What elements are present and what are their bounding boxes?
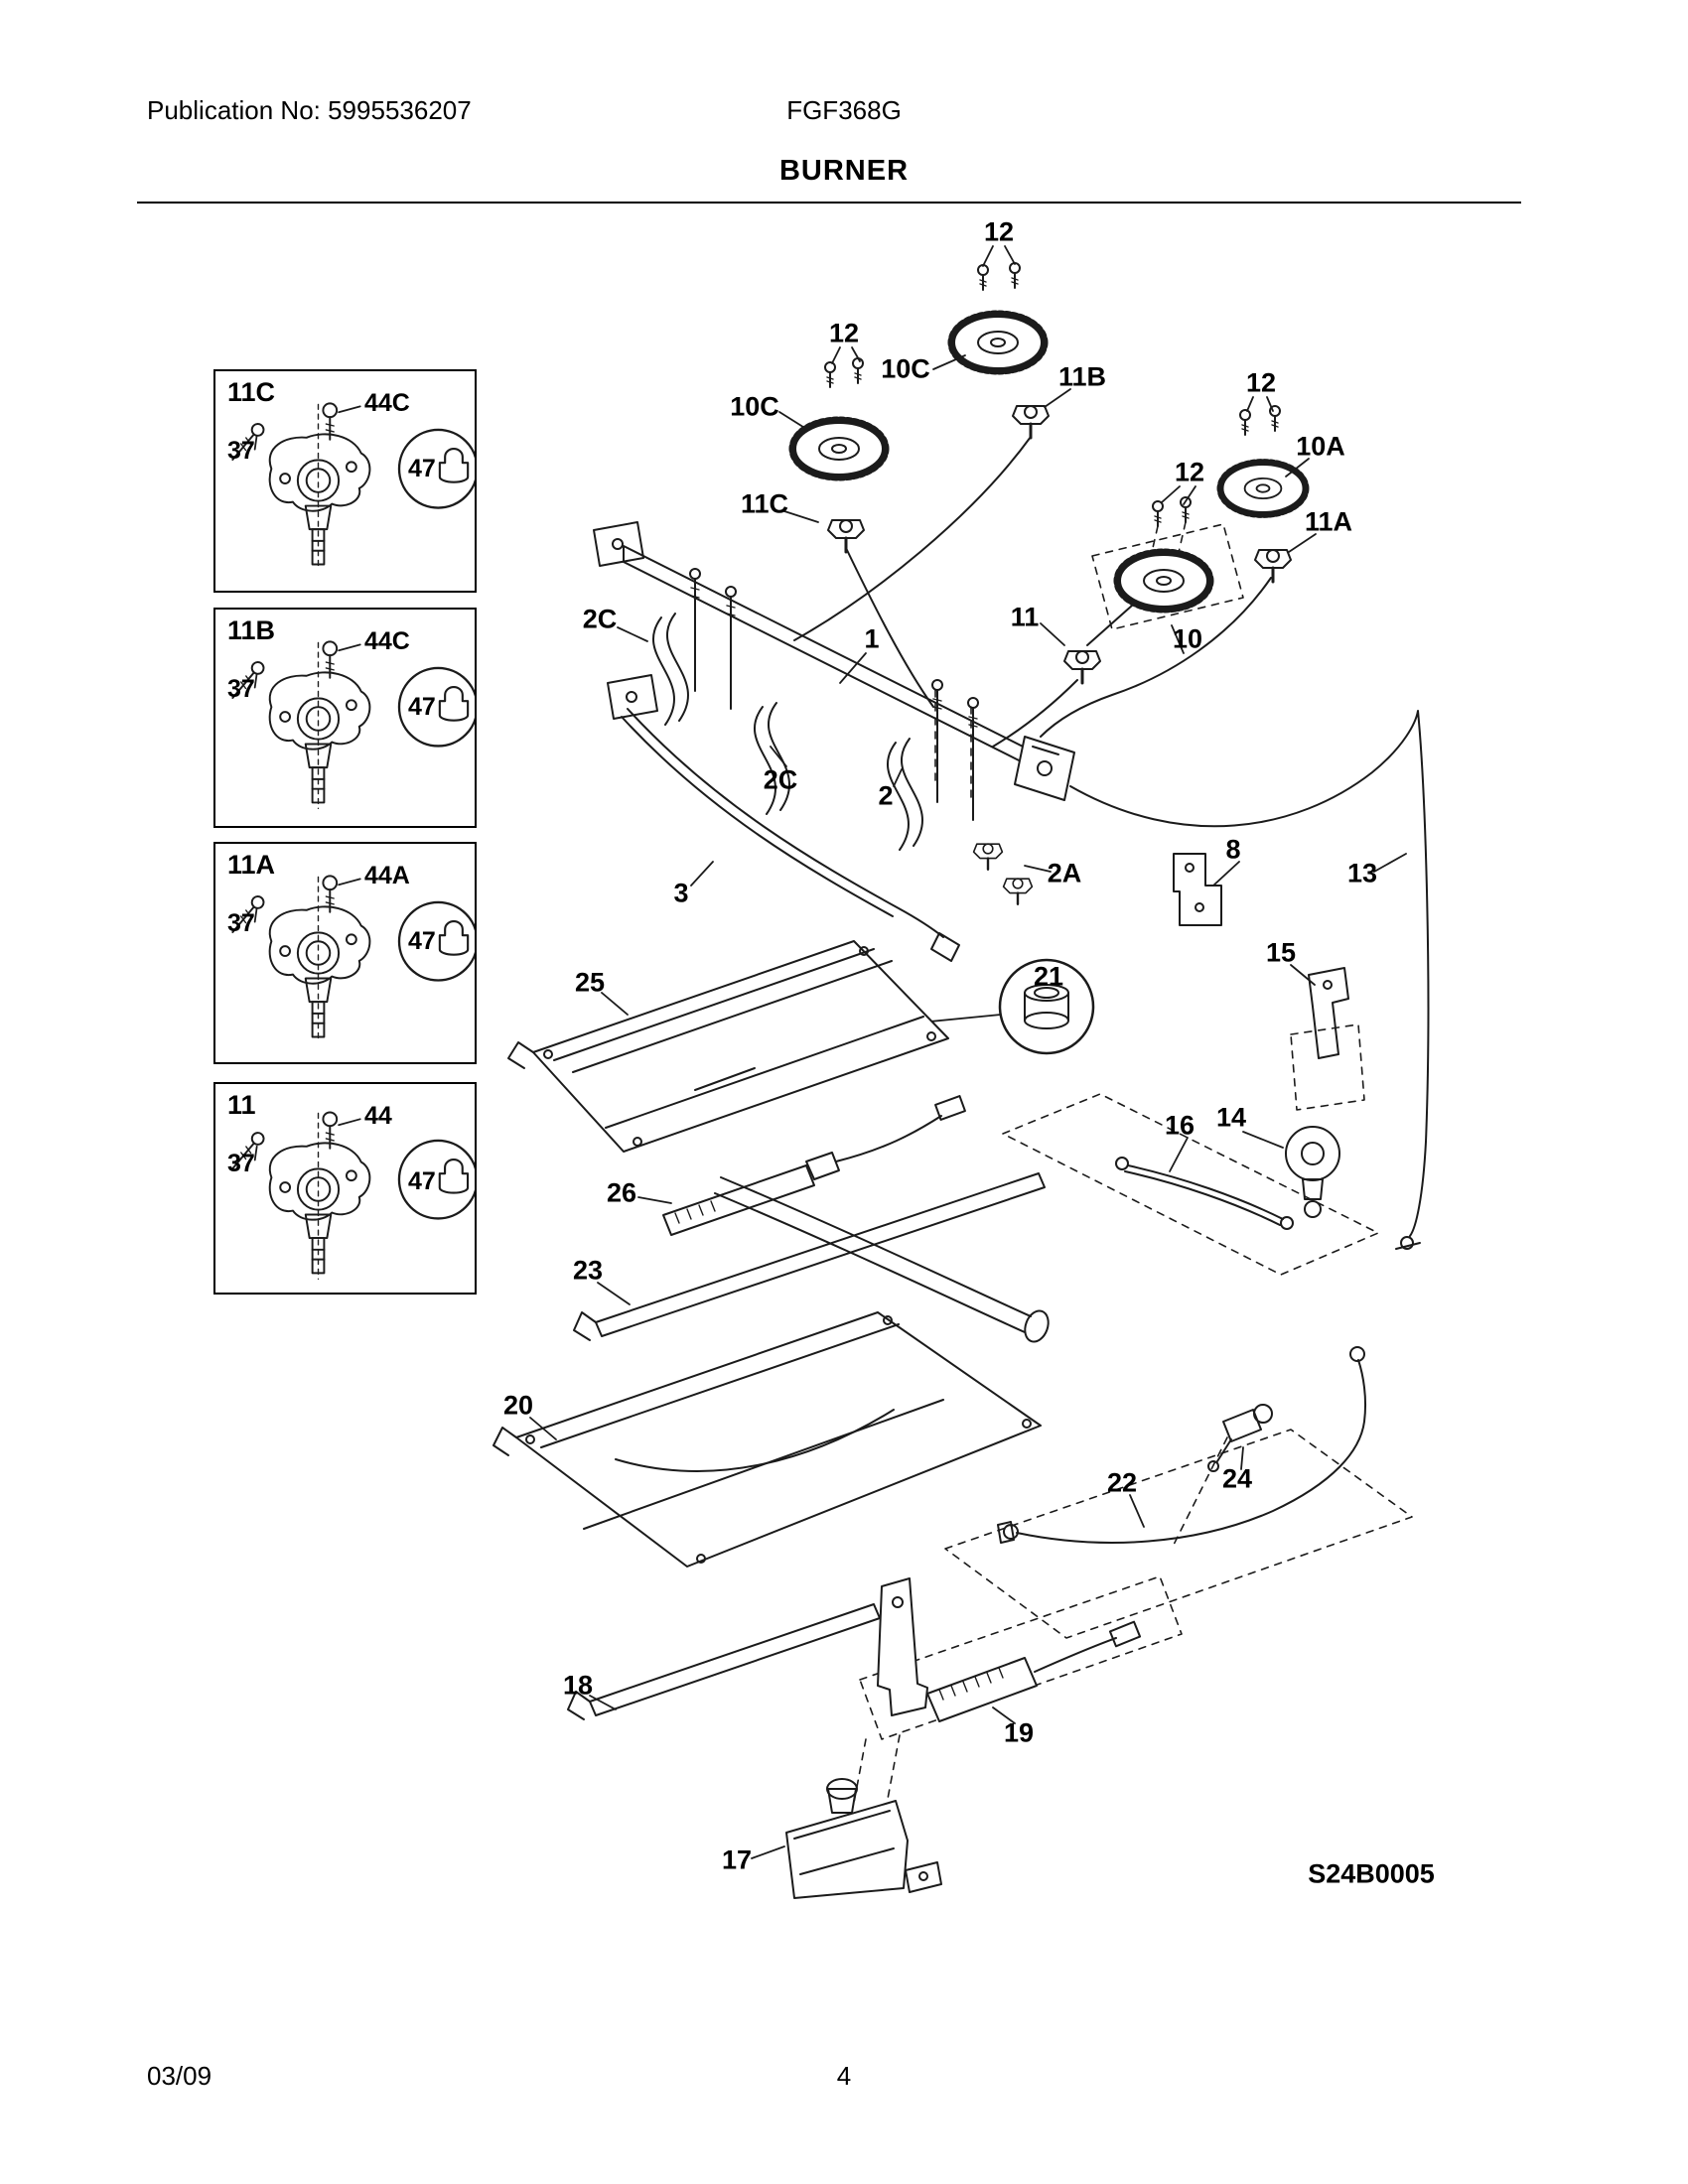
inset-label: 11A bbox=[227, 850, 276, 880]
inset-box-11b: 11B 44C 37 47 bbox=[213, 608, 477, 828]
inset-box-11a: 11A 44A 37 47 bbox=[213, 842, 477, 1064]
inset-drawing-11a bbox=[226, 875, 475, 1044]
part-bracket-15 bbox=[1308, 967, 1349, 1059]
part-orifice-11a bbox=[1253, 548, 1293, 584]
part-orifice-11c bbox=[826, 518, 866, 554]
inset-circle-label: 47 bbox=[408, 693, 436, 721]
title-divider bbox=[137, 202, 1521, 204]
inset-screw-label: 44 bbox=[364, 1102, 392, 1130]
inset-box-11: 11 44 37 47 bbox=[213, 1082, 477, 1295]
part-venturi-2c-mid bbox=[754, 702, 790, 815]
inset-screw-label: 44A bbox=[364, 862, 410, 889]
inset-side-label: 37 bbox=[227, 909, 255, 937]
part-rail-23 bbox=[573, 1172, 1046, 1341]
part-igniter-19 bbox=[926, 1620, 1142, 1722]
inset-side-label: 37 bbox=[227, 1150, 255, 1177]
part-tube-3 bbox=[621, 708, 960, 962]
diagram-code: S24B0005 bbox=[1308, 1858, 1435, 1889]
part-elbow-24 bbox=[1207, 1404, 1273, 1472]
inset-side-label: 37 bbox=[227, 675, 255, 703]
inset-label: 11C bbox=[227, 377, 276, 407]
part-burner-head-10c-top bbox=[954, 317, 1042, 368]
footer-page-number: 4 bbox=[836, 2061, 852, 2091]
part-tube-22 bbox=[997, 1346, 1367, 1544]
inset-circle-label: 47 bbox=[408, 455, 436, 482]
inset-circle-label: 47 bbox=[408, 1167, 436, 1195]
inset-side-label: 37 bbox=[227, 437, 255, 465]
inset-circle-label: 47 bbox=[408, 927, 436, 955]
part-tube-16 bbox=[1115, 1157, 1294, 1230]
inset-drawing-11c bbox=[226, 402, 475, 572]
part-regulator-14 bbox=[1285, 1126, 1340, 1218]
leader-lines bbox=[529, 245, 1407, 1859]
inset-label: 11B bbox=[227, 615, 276, 645]
part-bracket-8 bbox=[1173, 853, 1222, 926]
part-orifice-11 bbox=[1062, 649, 1102, 685]
part-orifice-11b bbox=[1011, 404, 1051, 440]
footer-date: 03/09 bbox=[147, 2061, 212, 2091]
part-panel-20 bbox=[492, 1311, 1042, 1568]
inset-screw-label: 44C bbox=[364, 627, 410, 655]
part-grommet-21 bbox=[737, 958, 1095, 1055]
inset-box-11c: 11C 44C 37 47 bbox=[213, 369, 477, 593]
burner-screws-12 bbox=[824, 262, 1281, 527]
publication-number: Publication No: 5995536207 bbox=[147, 95, 472, 125]
inset-screw-label: 44C bbox=[364, 389, 410, 417]
part-venturi-2 bbox=[887, 738, 923, 851]
part-supply-tube-13 bbox=[1069, 710, 1430, 1250]
part-burner-head-10c-left bbox=[795, 423, 883, 475]
part-oven-burner-tube bbox=[714, 1176, 1050, 1343]
part-venturi-2c-left bbox=[652, 613, 689, 726]
part-orifice-2a bbox=[972, 843, 1034, 905]
inset-drawing-11 bbox=[226, 1111, 475, 1281]
inset-drawing-11b bbox=[226, 640, 475, 810]
part-igniter-26 bbox=[662, 1095, 966, 1236]
part-burner-head-10 bbox=[1120, 555, 1207, 607]
part-valve-17 bbox=[785, 1778, 942, 1899]
model-number: FGF368G bbox=[786, 95, 902, 125]
part-manifold-1 bbox=[593, 521, 1075, 801]
page-title: BURNER bbox=[778, 155, 910, 187]
part-panel-25 bbox=[507, 940, 949, 1153]
part-rail-18 bbox=[567, 1577, 928, 1720]
burner-supply-tubes bbox=[793, 436, 1272, 748]
inset-label: 11 bbox=[227, 1090, 256, 1120]
